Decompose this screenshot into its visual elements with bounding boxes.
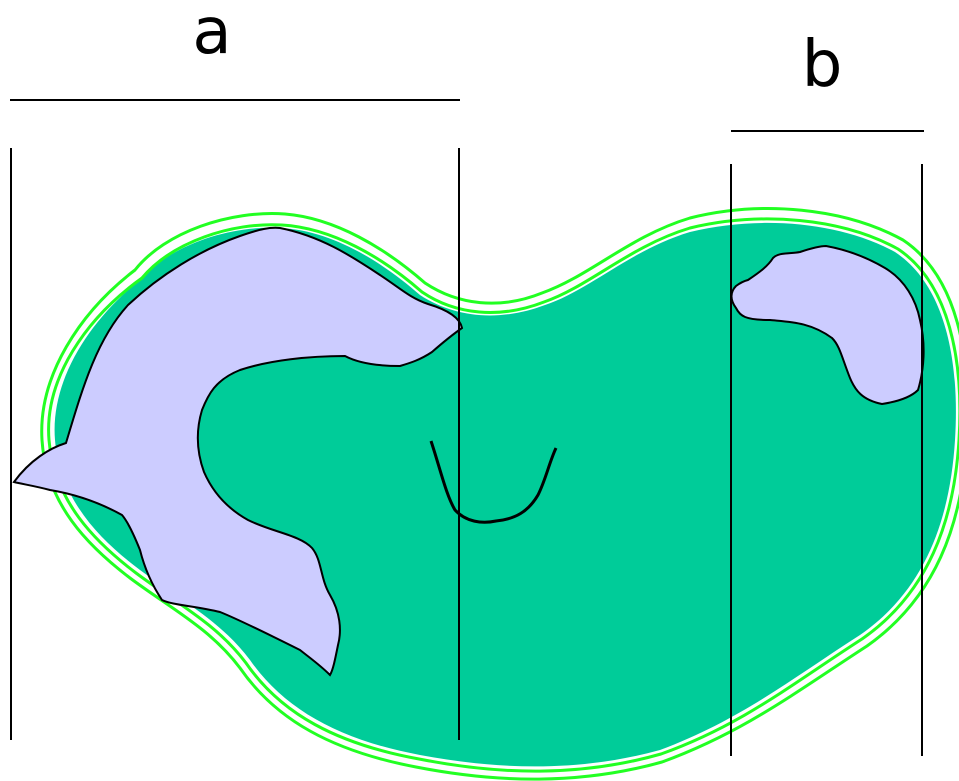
region-a: [12, 226, 464, 677]
label-b: b: [802, 28, 843, 102]
center-curve: [429, 440, 558, 524]
region-b: [730, 244, 925, 406]
label-a: a: [192, 0, 231, 69]
body-outline-inner: [47, 217, 959, 773]
